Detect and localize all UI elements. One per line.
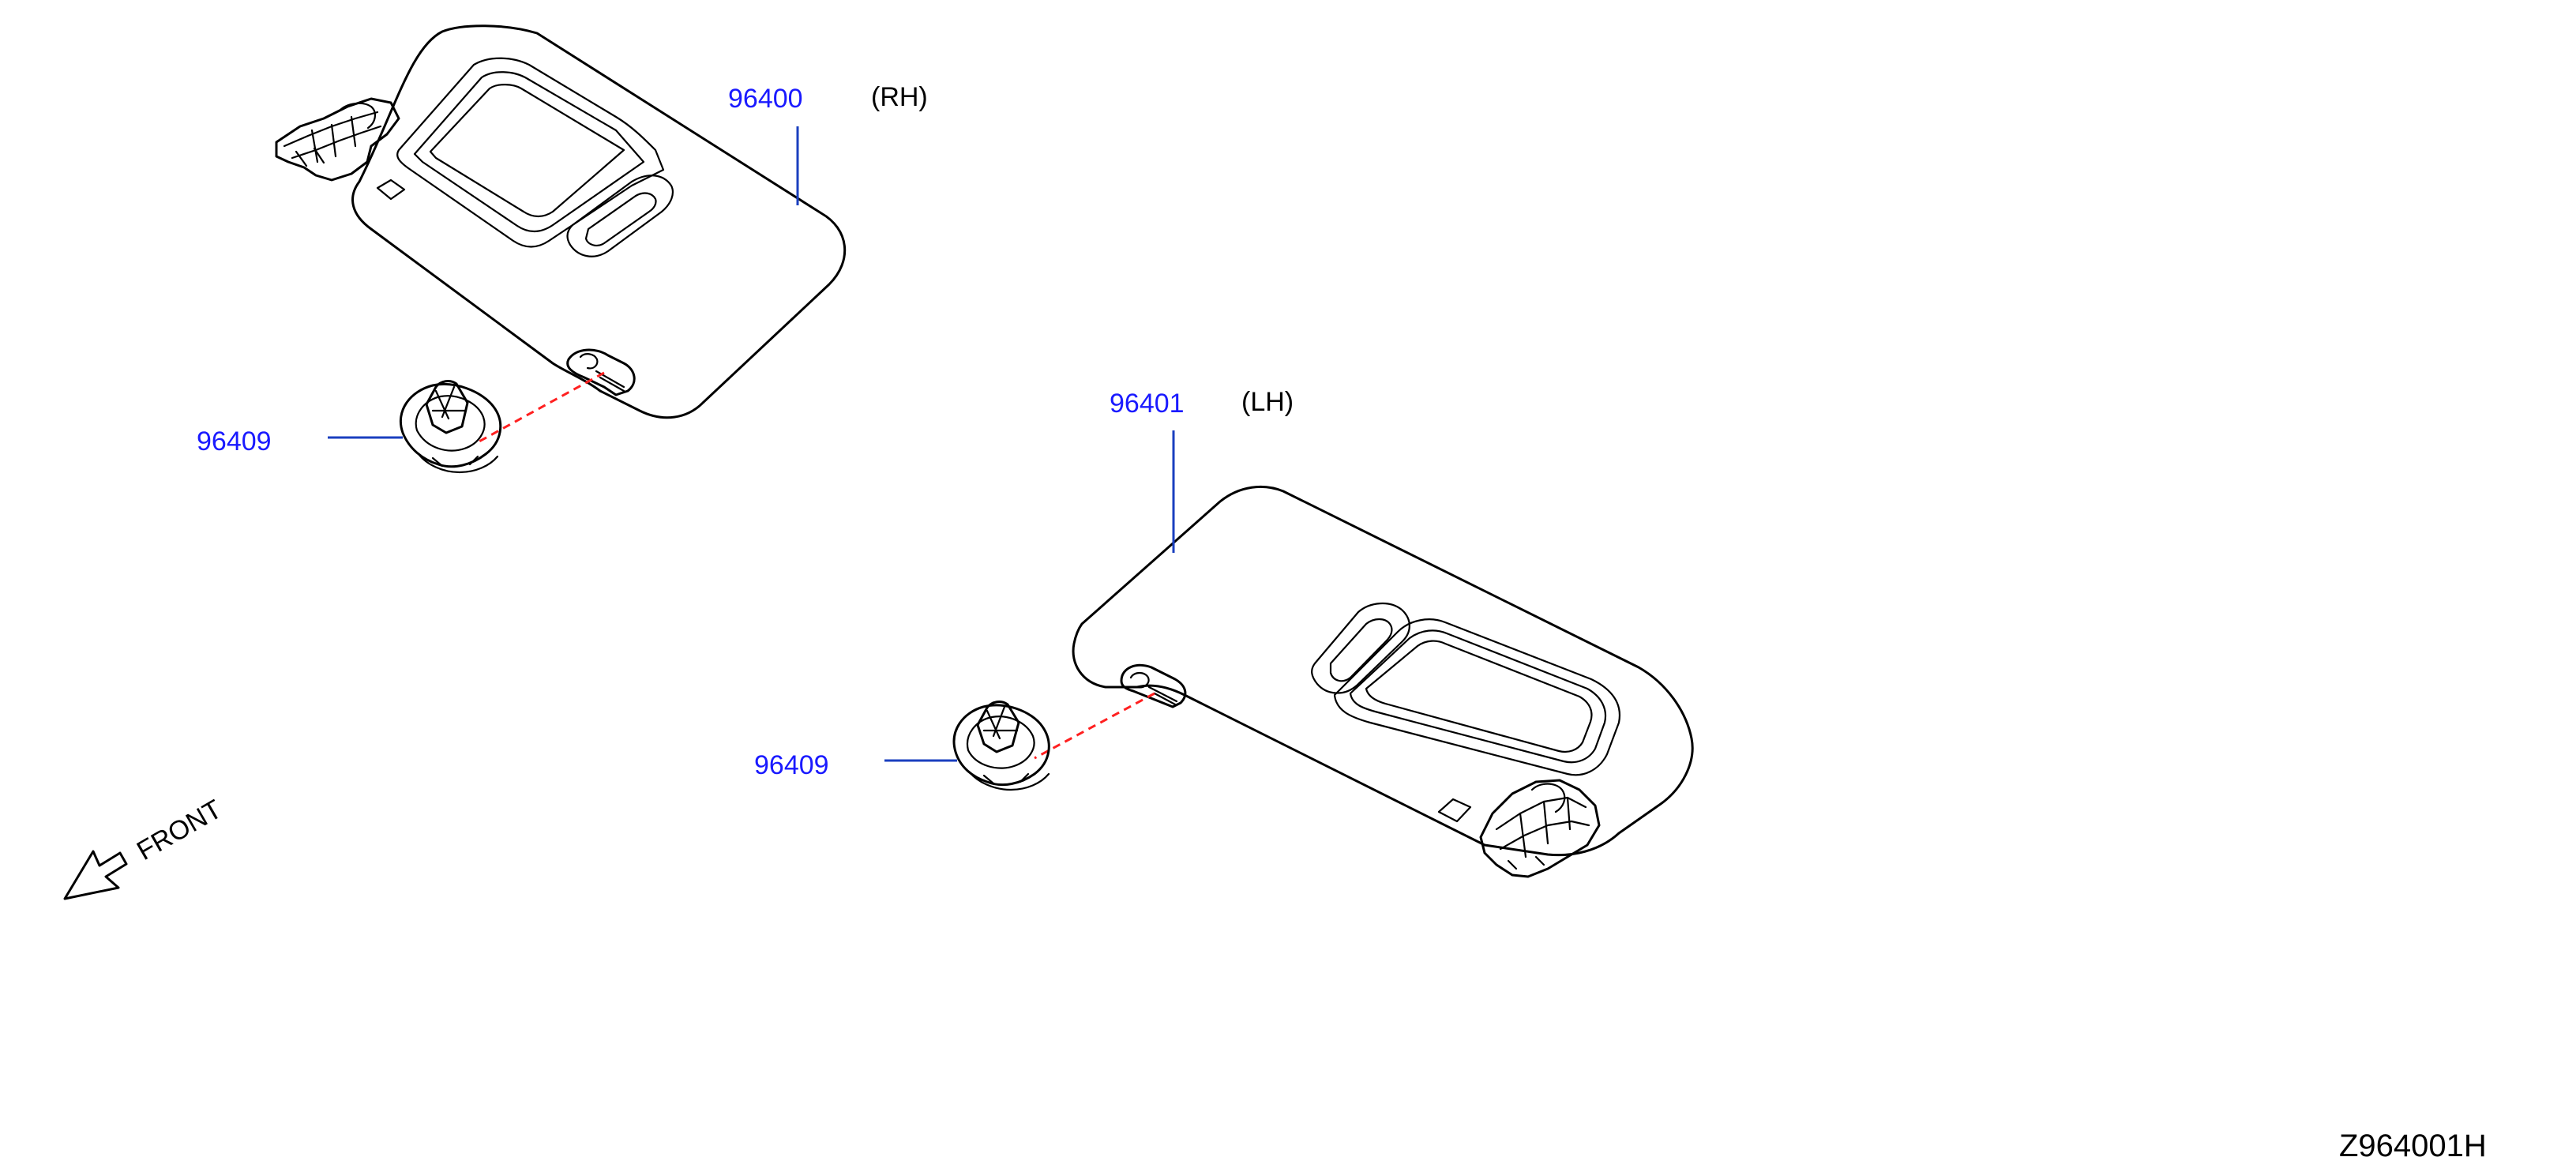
attachment-link-upper — [477, 371, 605, 444]
side-label-lh: (LH) — [1241, 387, 1294, 417]
sun-visor-rh[interactable] — [275, 24, 847, 419]
front-label: FRONT — [132, 794, 227, 866]
part-number-clip-upper[interactable]: 96409 — [197, 426, 272, 456]
side-label-rh: (RH) — [871, 82, 928, 112]
drawing-code: Z964001H — [2339, 1129, 2487, 1163]
part-number-lh[interactable]: 96401 — [1110, 389, 1185, 419]
visor-clip-lower[interactable] — [952, 701, 1050, 791]
part-number-rh[interactable]: 96400 — [728, 84, 803, 114]
attachment-link-lower — [1034, 692, 1155, 760]
visor-clip-upper[interactable] — [399, 380, 502, 474]
front-direction-indicator: FRONT — [63, 794, 227, 900]
part-number-clip-lower[interactable]: 96409 — [754, 750, 829, 780]
sun-visor-lh[interactable] — [1072, 485, 1694, 878]
front-arrow-icon — [63, 850, 128, 900]
